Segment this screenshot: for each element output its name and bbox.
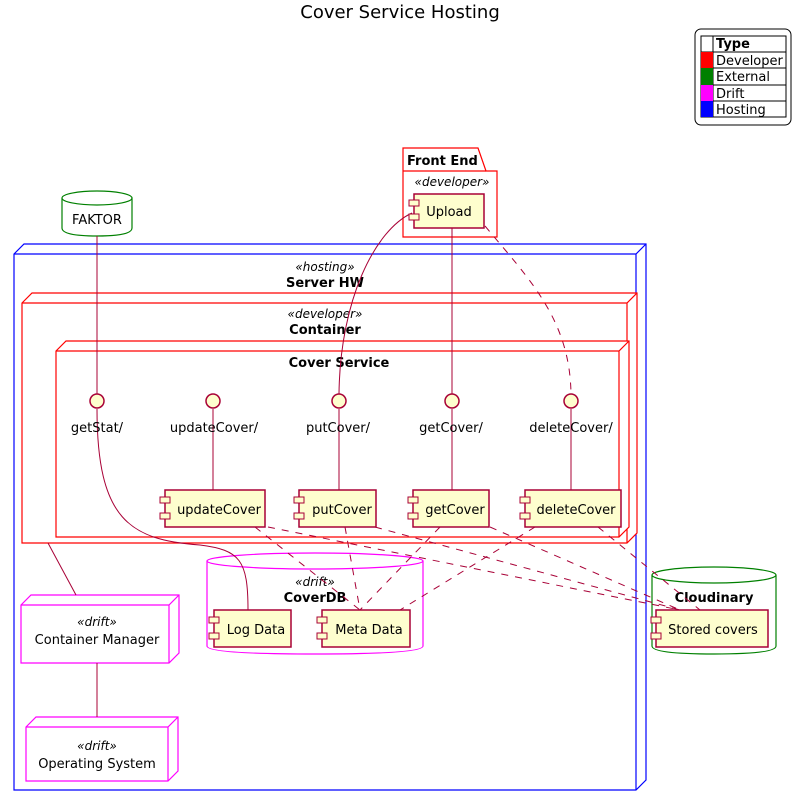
component-putcover-label: putCover bbox=[312, 503, 372, 518]
link-container-manager bbox=[47, 542, 77, 596]
link-getcover-metadata bbox=[359, 526, 441, 611]
link-putcover-storedcovers bbox=[374, 526, 681, 611]
legend-swatch-external bbox=[701, 68, 713, 85]
container-manager-stereotype: «drift» bbox=[77, 615, 117, 629]
faktor-label: FAKTOR bbox=[72, 213, 122, 228]
interface-putcover[interactable] bbox=[331, 393, 347, 409]
operating-system-label: Operating System bbox=[38, 757, 156, 772]
server-hw-title: Server HW bbox=[286, 276, 364, 291]
coverdb-title: CoverDB bbox=[284, 591, 347, 606]
legend-header: Type bbox=[716, 37, 750, 52]
link-updatecover-storedcovers bbox=[267, 526, 681, 611]
component-storedcovers-label: Stored covers bbox=[668, 623, 758, 638]
link-getstat-logdata bbox=[96, 408, 249, 611]
interface-getstat[interactable] bbox=[89, 393, 105, 409]
component-logdata[interactable]: Log Data bbox=[208, 609, 292, 648]
legend-item-hosting: Hosting bbox=[716, 103, 766, 118]
component-upload-label: Upload bbox=[426, 205, 472, 220]
component-putcover[interactable]: putCover bbox=[293, 489, 377, 528]
server-hw-stereotype: «hosting» bbox=[295, 260, 354, 274]
interface-label-getstat: getStat/ bbox=[71, 421, 124, 436]
diagram-title: Cover Service Hosting bbox=[300, 2, 500, 23]
component-getcover[interactable]: getCover bbox=[407, 489, 490, 528]
component-deletecover-label: deleteCover bbox=[536, 503, 616, 518]
interface-deletecover[interactable] bbox=[563, 393, 579, 409]
component-storedcovers[interactable]: Stored covers bbox=[650, 609, 769, 648]
container-manager-node: «drift» Container Manager bbox=[20, 594, 180, 664]
operating-system-stereotype: «drift» bbox=[77, 739, 117, 753]
front-end-title: Front End bbox=[407, 154, 478, 169]
cover-service-node: Cover Service bbox=[55, 340, 630, 538]
legend-item-external: External bbox=[716, 70, 770, 85]
interface-label-putcover: putCover/ bbox=[306, 421, 371, 436]
component-updatecover[interactable]: updateCover bbox=[159, 489, 266, 528]
coverdb-stereotype: «drift» bbox=[295, 575, 335, 589]
dashed-links bbox=[254, 225, 701, 611]
interface-getcover[interactable] bbox=[444, 393, 460, 409]
cloudinary-title: Cloudinary bbox=[675, 591, 754, 606]
container-stereotype: «developer» bbox=[288, 307, 363, 321]
link-deletecover-metadata bbox=[399, 526, 536, 611]
component-logdata-label: Log Data bbox=[227, 623, 285, 638]
component-upload[interactable]: Upload bbox=[408, 193, 485, 229]
component-updatecover-label: updateCover bbox=[177, 503, 262, 518]
interface-label-getcover: getCover/ bbox=[419, 421, 483, 436]
cover-service-title: Cover Service bbox=[289, 356, 390, 371]
link-getcover-storedcovers bbox=[489, 526, 681, 611]
component-metadata-label: Meta Data bbox=[335, 623, 402, 638]
faktor-database: FAKTOR bbox=[61, 190, 133, 237]
component-metadata[interactable]: Meta Data bbox=[316, 609, 411, 648]
container-title: Container bbox=[289, 323, 361, 338]
legend: Type Developer External Drift Hosting bbox=[694, 28, 792, 126]
solid-links bbox=[47, 212, 572, 717]
interfaces: getStat/ updateCover/ putCover/ getCover… bbox=[71, 393, 613, 436]
link-upload-putcover bbox=[338, 212, 413, 395]
front-end-stereotype: «developer» bbox=[415, 175, 490, 189]
interface-label-updatecover: updateCover/ bbox=[170, 421, 259, 436]
component-deletecover[interactable]: deleteCover bbox=[519, 489, 622, 528]
container-manager-label: Container Manager bbox=[35, 633, 160, 648]
interface-label-deletecover: deleteCover/ bbox=[529, 421, 613, 436]
component-getcover-label: getCover bbox=[425, 503, 485, 518]
interface-updatecover[interactable] bbox=[205, 393, 221, 409]
legend-swatch-developer bbox=[701, 52, 713, 68]
link-putcover-metadata bbox=[344, 526, 361, 611]
legend-item-drift: Drift bbox=[716, 87, 744, 102]
legend-item-developer: Developer bbox=[716, 54, 784, 69]
legend-swatch-drift bbox=[701, 85, 713, 101]
operating-system-node: «drift» Operating System bbox=[25, 716, 179, 782]
legend-swatch-hosting bbox=[701, 101, 713, 117]
